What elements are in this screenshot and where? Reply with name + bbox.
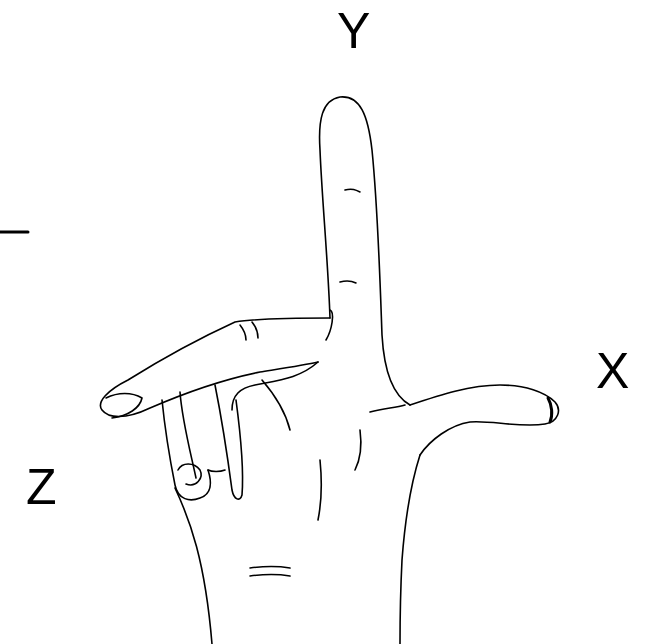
axis-label: Z bbox=[26, 462, 57, 512]
finger-crease bbox=[340, 281, 356, 283]
palm-crease bbox=[370, 405, 405, 412]
wrist-crease bbox=[250, 575, 290, 577]
finger-crease bbox=[345, 189, 360, 192]
finger-crease bbox=[252, 322, 258, 338]
wrist-outline bbox=[175, 488, 212, 644]
thumbnail bbox=[548, 398, 552, 422]
pinky-finger bbox=[215, 385, 243, 499]
palm-crease bbox=[318, 460, 321, 520]
thumb bbox=[410, 385, 558, 455]
axis-label: Y bbox=[337, 6, 370, 56]
index-finger bbox=[320, 97, 410, 405]
finger-crease bbox=[240, 325, 246, 340]
axis-label: X bbox=[596, 346, 629, 396]
wrist-outline bbox=[400, 455, 420, 644]
tick-mark bbox=[0, 231, 28, 234]
finger-crease bbox=[326, 310, 333, 340]
middle-finger bbox=[100, 318, 330, 417]
palm-crease bbox=[355, 430, 361, 470]
ring-finger bbox=[162, 400, 210, 500]
palm-crease bbox=[262, 380, 290, 430]
finger-crease bbox=[208, 470, 225, 472]
fingernail bbox=[178, 464, 201, 485]
wrist-crease bbox=[250, 567, 290, 569]
fingernail bbox=[106, 394, 142, 419]
ring-finger bbox=[232, 362, 318, 410]
